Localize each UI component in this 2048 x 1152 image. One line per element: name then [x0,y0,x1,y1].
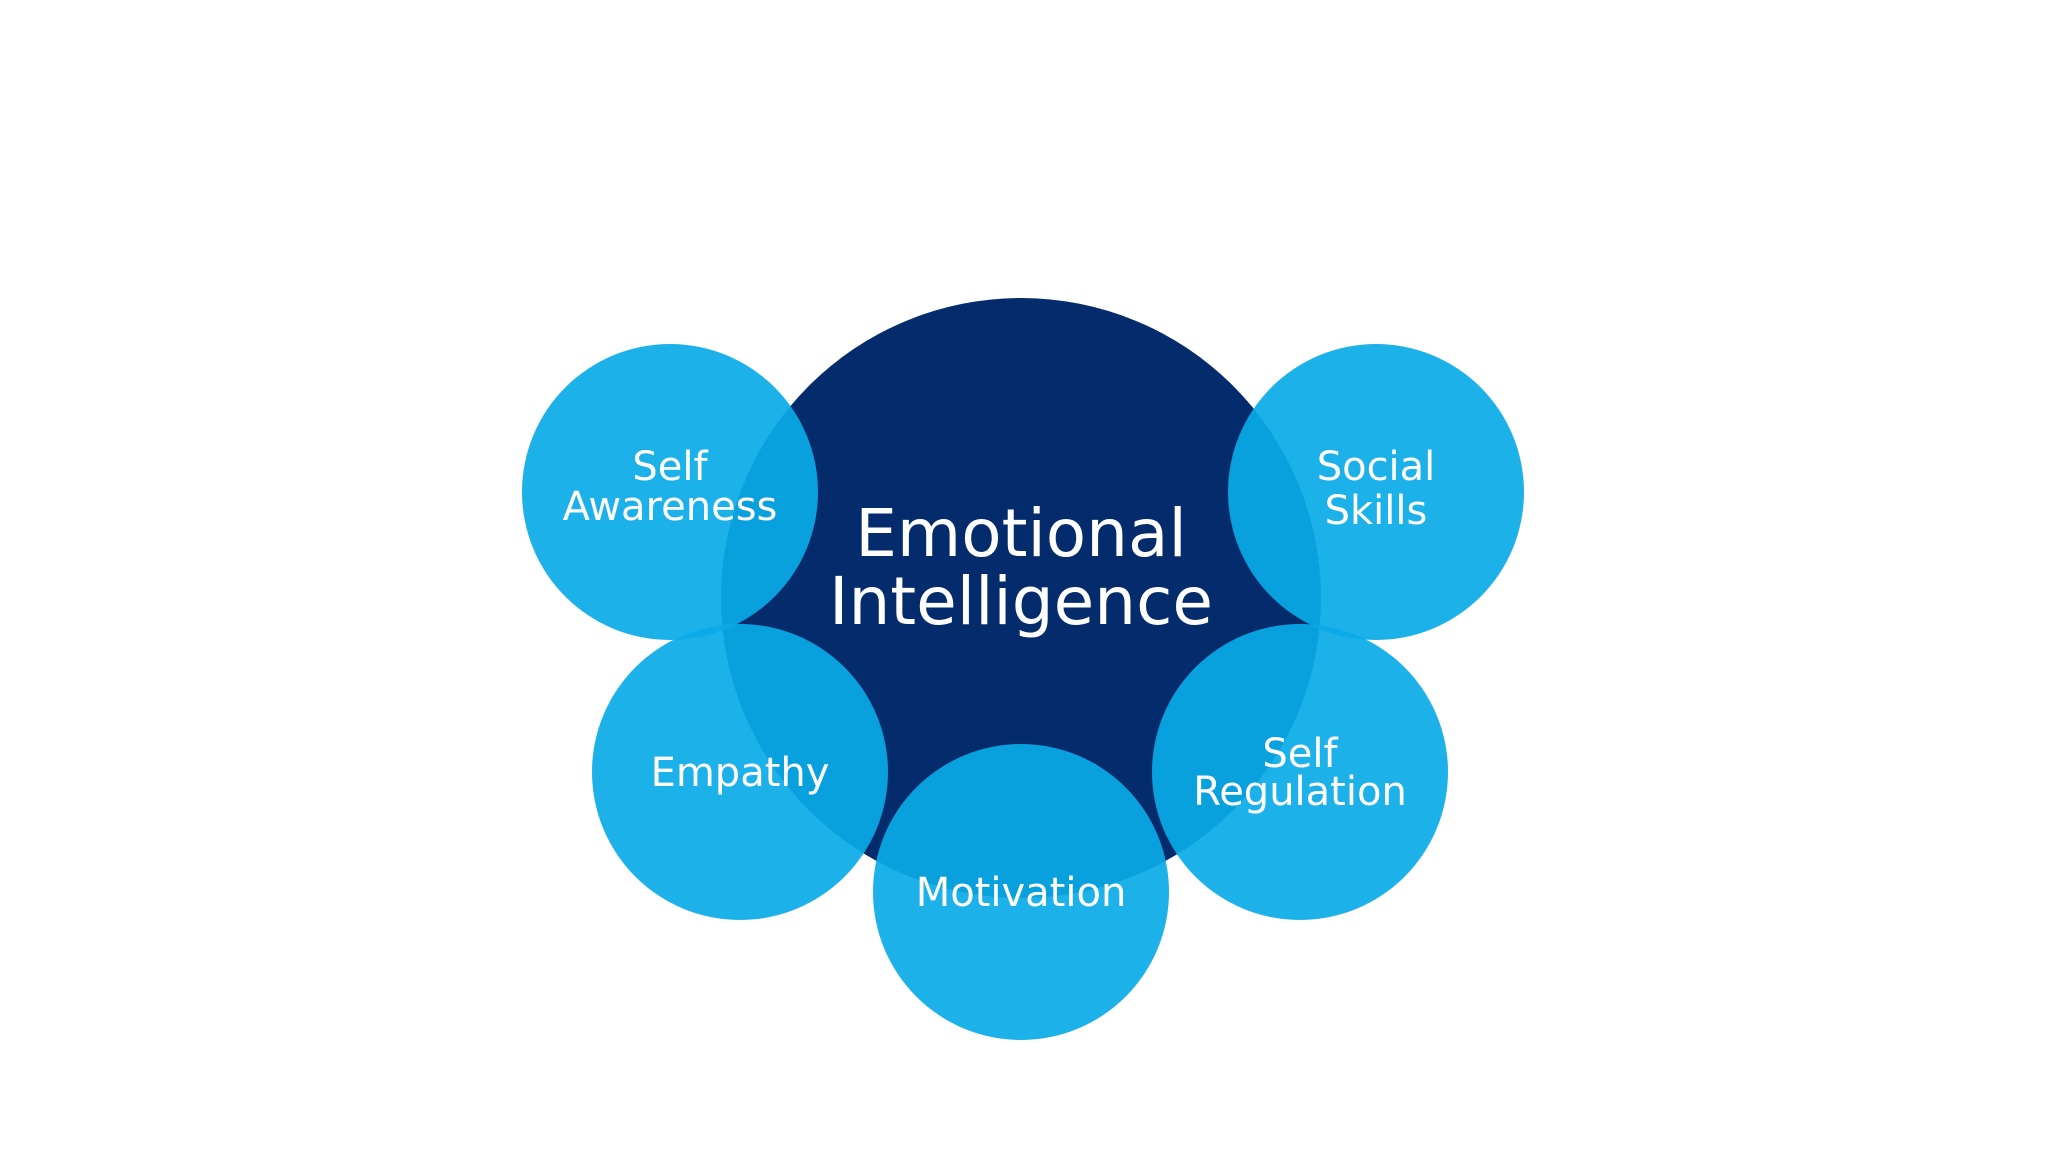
self-regulation-label-line: Regulation [1193,769,1407,815]
circles-layer [522,298,1524,1040]
self-awareness-circle [522,344,818,640]
motivation-label-line: Motivation [916,870,1127,916]
social-skills-label-line: Social [1317,444,1436,490]
social-skills-circle [1228,344,1524,640]
self-regulation-circle [1152,624,1448,920]
social-skills-label-line: Skills [1325,488,1428,534]
motivation-label: Motivation [916,870,1127,916]
empathy-circle [592,624,888,920]
self-awareness-label-line: Self [632,444,708,490]
motivation-circle [873,744,1169,1040]
self-awareness-label-line: Awareness [563,484,778,530]
center-label-line: Emotional [855,495,1187,572]
empathy-label-line: Empathy [651,750,830,796]
self-regulation-label-line: Self [1262,731,1338,777]
empathy-label: Empathy [651,750,830,796]
center-label-line: Intelligence [829,563,1213,640]
